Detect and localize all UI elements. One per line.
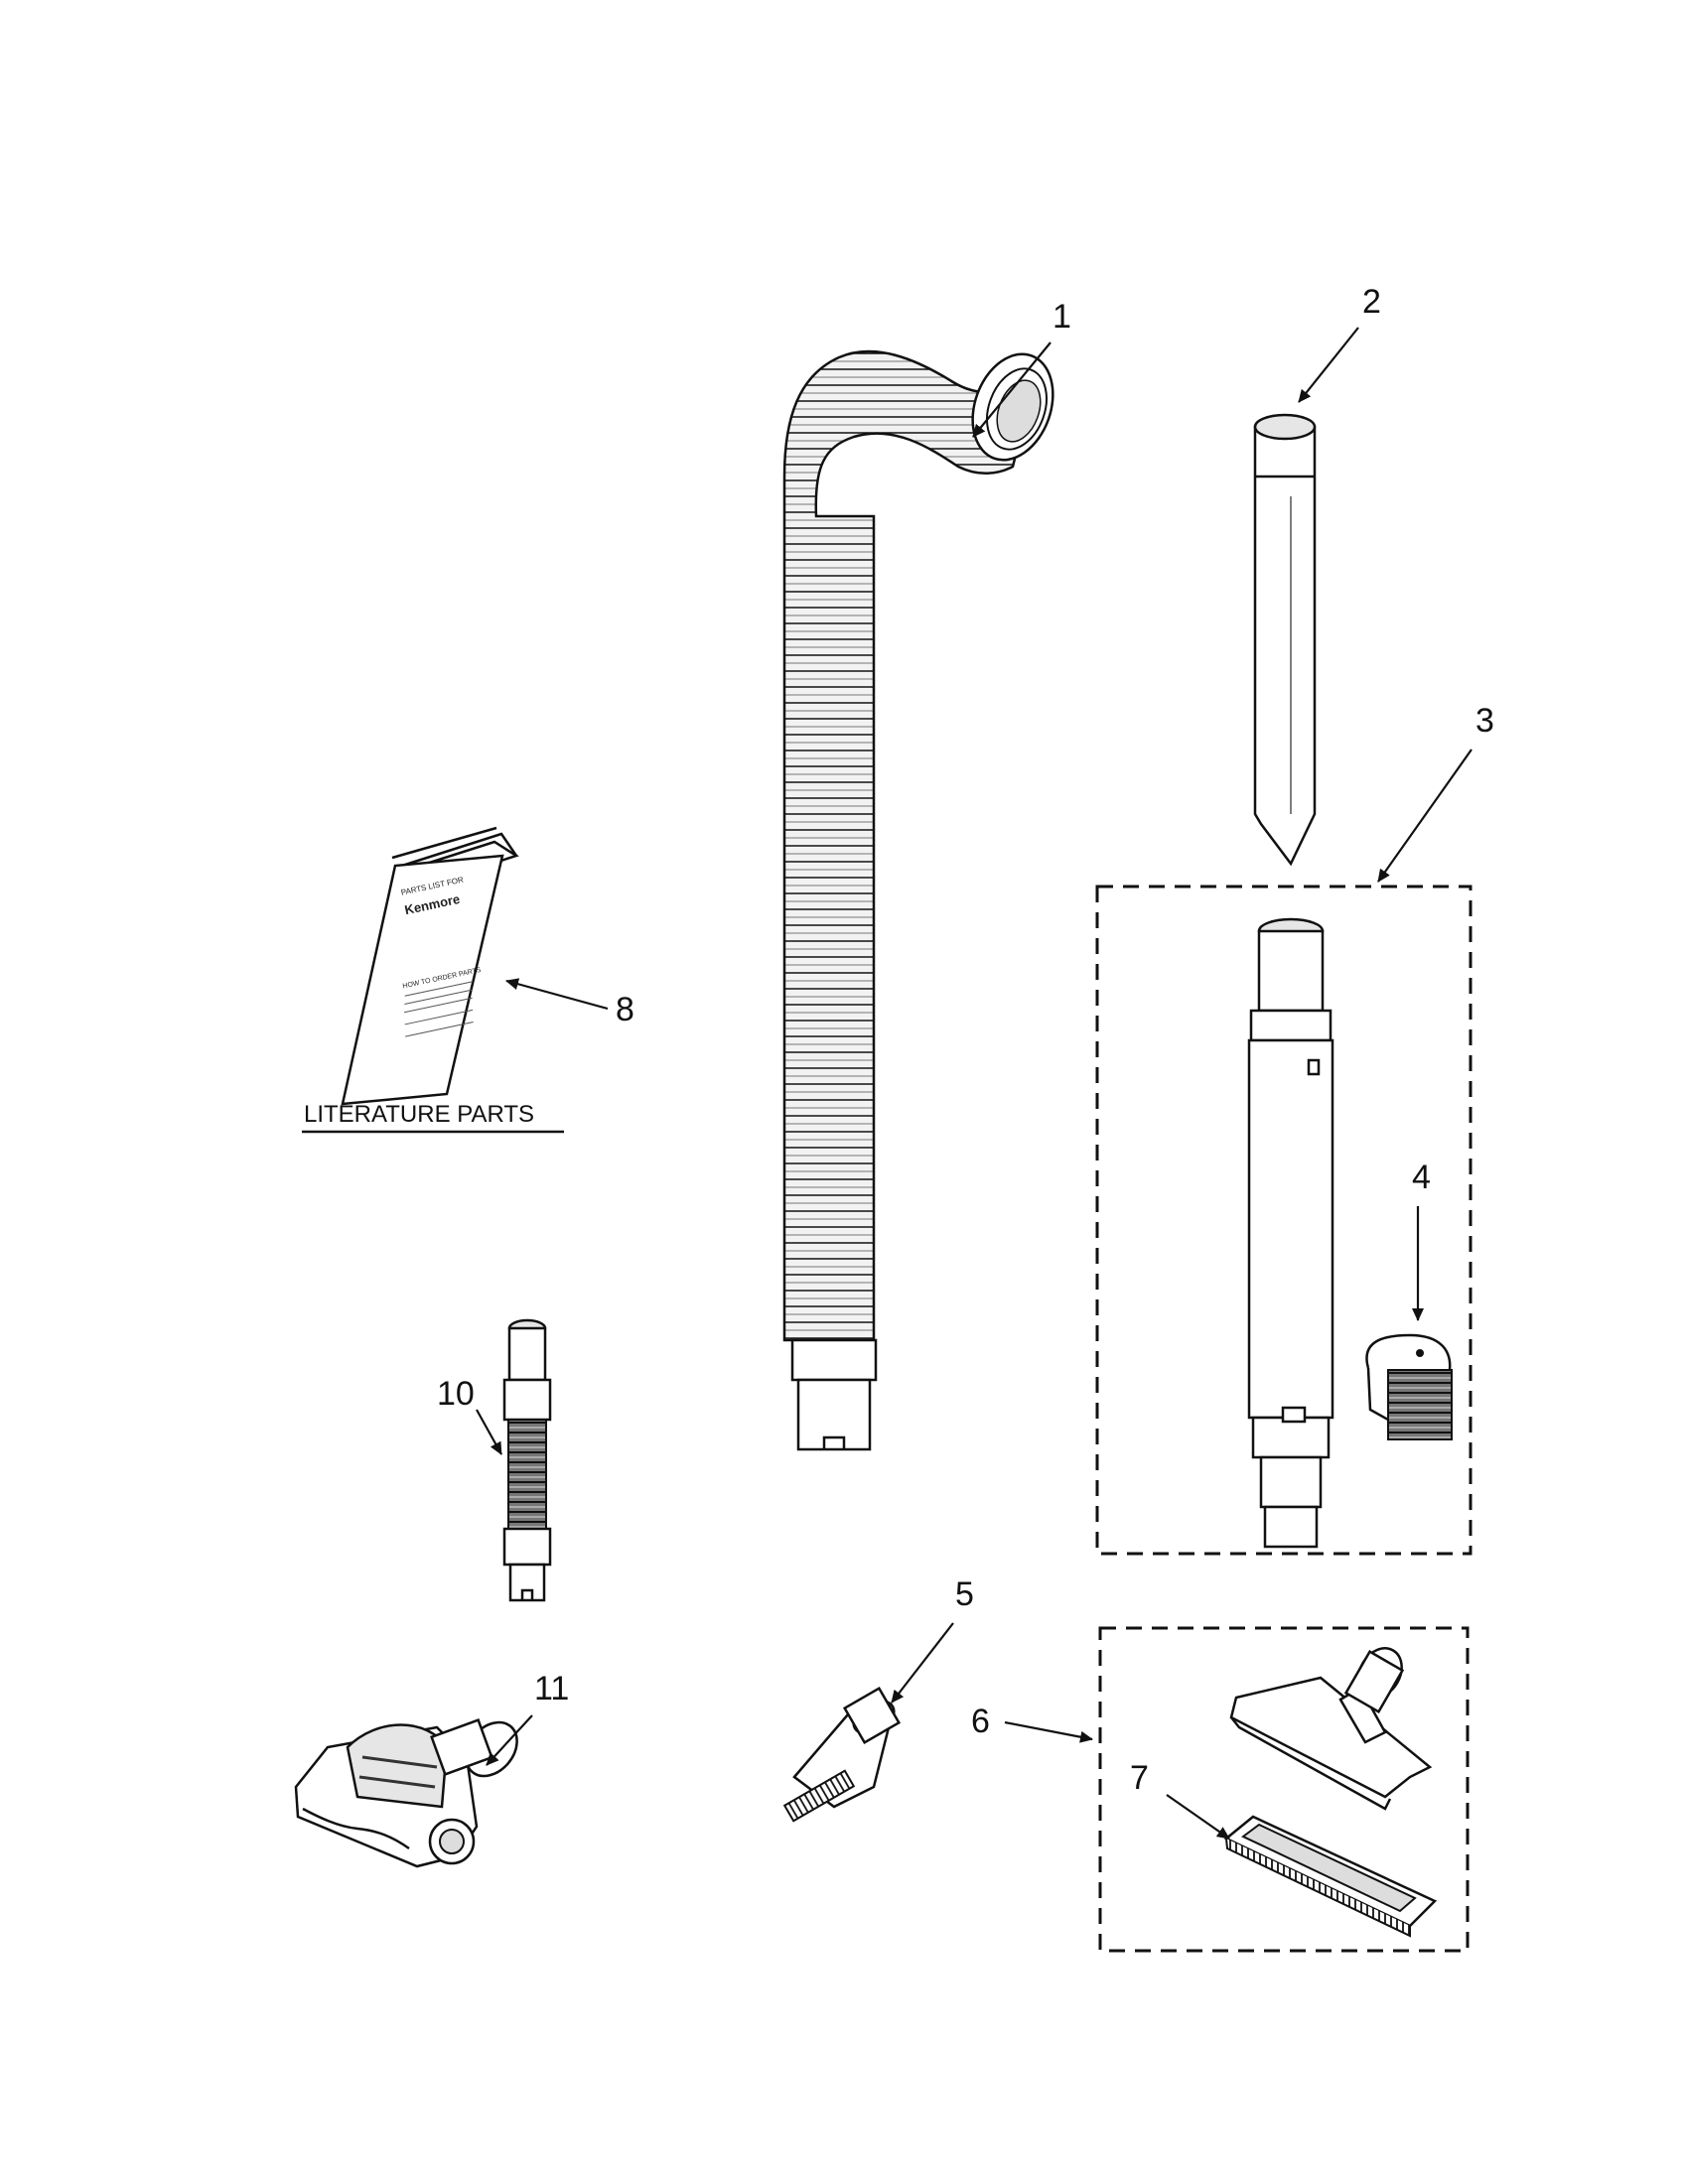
svg-text:3: 3 (1475, 702, 1494, 740)
callout-4: 4 (1412, 1159, 1431, 1321)
svg-text:11: 11 (534, 1670, 569, 1707)
hose-part-1 (782, 349, 1054, 1451)
svg-text:4: 4 (1412, 1159, 1431, 1196)
callout-1: 1 (972, 298, 1071, 438)
upholstery-attachment-part-7 (1223, 1815, 1438, 1938)
callout-11: 11 (486, 1670, 569, 1766)
svg-text:5: 5 (955, 1575, 974, 1613)
floor-tool-part-6 (1229, 1647, 1433, 1811)
svg-text:LITERATURE PARTS: LITERATURE PARTS (304, 1101, 534, 1128)
literature-parts-heading: LITERATURE PARTS (302, 1101, 564, 1134)
group-box-3 (1095, 885, 1473, 1556)
callout-8: 8 (505, 978, 634, 1028)
crevice-tool-part-2 (1253, 413, 1317, 867)
group-box-6 (1098, 1626, 1470, 1953)
short-hose-part-10 (502, 1318, 552, 1602)
callout-3: 3 (1377, 702, 1494, 883)
callout-7: 7 (1130, 1759, 1230, 1840)
callout-5: 5 (891, 1575, 974, 1704)
callout-6: 6 (971, 1703, 1093, 1743)
extension-wand-part-3 (1247, 917, 1334, 1549)
svg-text:6: 6 (971, 1703, 990, 1740)
svg-text:10: 10 (437, 1375, 475, 1413)
svg-text:8: 8 (616, 991, 634, 1028)
svg-text:1: 1 (1052, 298, 1071, 336)
callout-10: 10 (437, 1375, 502, 1455)
svg-text:2: 2 (1362, 283, 1381, 321)
callout-2: 2 (1298, 283, 1381, 403)
svg-text:7: 7 (1130, 1759, 1149, 1797)
parts-list-booklet-part-8: PARTS LIST FOR Kenmore HOW TO ORDER PART… (341, 826, 519, 1106)
turbo-brush-part-11 (294, 1718, 518, 1868)
dusting-brush-part-5 (782, 1686, 902, 1823)
wand-clip-part-4 (1365, 1333, 1453, 1440)
